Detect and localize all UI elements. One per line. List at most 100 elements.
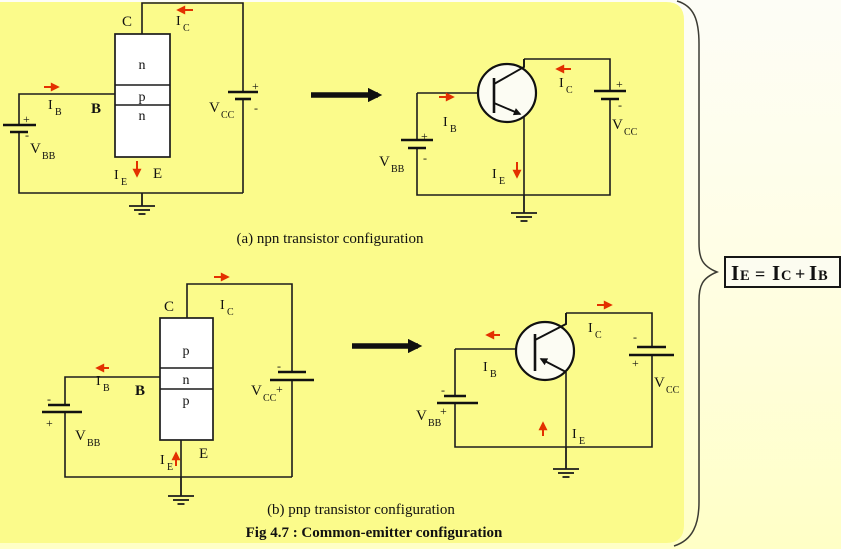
vbb-minus-sign: -: [47, 392, 51, 406]
terminal-c-label: C: [164, 299, 174, 315]
circuit-npn-block: n p n C B E I B I C I E V BB V CC: [3, 2, 259, 215]
vbb-label-sub: BB: [428, 418, 442, 429]
vcc-minus-sign: -: [633, 330, 637, 344]
ib-label: I: [443, 115, 448, 130]
ie-label-sub: E: [167, 462, 173, 473]
equation-rhs2: I: [809, 261, 817, 285]
equation-rhs1: I: [772, 261, 780, 285]
vcc-minus-sign: -: [277, 359, 281, 373]
caption-a: (a) npn transistor configuration: [236, 231, 424, 247]
transistor-npn-icon: [476, 62, 538, 124]
curly-brace: [673, 0, 720, 547]
ib-label-sub: B: [490, 369, 497, 380]
transistor-pnp-icon: [514, 320, 576, 382]
pnp-region-p-top: p: [183, 344, 190, 359]
vbb-battery-icon: [401, 138, 433, 150]
vbb-label: V: [416, 408, 427, 424]
vbb-battery-icon: [42, 403, 82, 414]
circuit-pnp-symbol: I B I C I E V BB V CC - + - +: [416, 300, 680, 478]
ib-label-sub: B: [450, 124, 457, 135]
npn-region-n-top: n: [139, 58, 146, 73]
terminal-e-label: E: [199, 446, 208, 462]
ground-icon: [168, 477, 194, 505]
pnp-collector-line: [534, 313, 567, 341]
caption-figure: Fig 4.7 : Common-emitter configuration: [246, 525, 503, 541]
vcc-battery-icon: [594, 89, 626, 101]
ie-label: I: [160, 453, 165, 468]
ie-label-sub: E: [579, 436, 585, 447]
vcc-label-sub: CC: [263, 393, 277, 404]
vcc-plus-sign: +: [632, 356, 639, 370]
pnp-block-wires: [64, 283, 293, 478]
ground-icon: [553, 447, 579, 478]
ib-label: I: [483, 360, 488, 375]
pnp-block-body: [159, 317, 214, 441]
ic-label: I: [176, 14, 181, 29]
npn-emitter-arrow-icon: [493, 102, 522, 116]
vcc-label: V: [251, 383, 262, 399]
vcc-minus-sign: -: [618, 98, 622, 112]
ic-label-sub: C: [566, 85, 573, 96]
ie-label-sub: E: [499, 176, 505, 187]
equation-rhs1-sub: C: [781, 268, 791, 284]
circuit-pnp-block: p n p C B E I B I C I E V BB V CC: [42, 272, 314, 505]
vbb-label-sub: BB: [42, 151, 56, 162]
pnp-symbol-wires: [454, 312, 653, 448]
npn-region-n-bottom: n: [139, 109, 146, 124]
vcc-label: V: [612, 117, 623, 133]
vcc-label-sub: CC: [624, 127, 638, 138]
npn-collector-line: [493, 59, 525, 85]
npn-block-body: [114, 33, 171, 158]
vcc-plus-sign: +: [276, 382, 283, 396]
ib-label: I: [96, 374, 101, 389]
ib-label: I: [48, 98, 53, 113]
ic-label-sub: C: [183, 23, 190, 34]
vbb-label-sub: BB: [391, 164, 405, 175]
equation-box: I E = I C + I B: [724, 256, 841, 288]
vbb-plus-sign: +: [46, 416, 53, 430]
vcc-label: V: [654, 375, 665, 391]
vcc-label-sub: CC: [666, 385, 680, 396]
ground-icon: [511, 195, 537, 222]
ic-label-sub: C: [595, 330, 602, 341]
vbb-label: V: [379, 154, 390, 170]
vbb-plus-sign: +: [23, 112, 30, 126]
vbb-battery-icon: [437, 394, 478, 405]
terminal-b-label: B: [135, 383, 145, 399]
vcc-label-sub: CC: [221, 110, 235, 121]
vcc-plus-sign: +: [616, 77, 623, 91]
yellow-panel: [0, 2, 684, 543]
pnp-emitter-arrow-icon: [539, 358, 567, 373]
pnp-region-p-bottom: p: [183, 394, 190, 409]
ib-label-sub: B: [103, 383, 110, 394]
vbb-label-sub: BB: [87, 438, 101, 449]
npn-block-wires: [18, 2, 244, 194]
terminal-c-label: C: [122, 14, 132, 30]
vbb-minus-sign: -: [25, 128, 29, 142]
vbb-plus-sign: +: [421, 129, 428, 143]
ie-label: I: [572, 427, 577, 442]
vcc-battery-icon: [270, 370, 314, 382]
pnp-region-n: n: [183, 373, 190, 388]
ib-label-sub: B: [55, 107, 62, 118]
ie-label-sub: E: [121, 177, 127, 188]
vbb-minus-sign: -: [423, 151, 427, 165]
vbb-label: V: [75, 428, 86, 444]
ic-label-sub: C: [227, 307, 234, 318]
ic-label: I: [588, 321, 593, 336]
ground-icon: [129, 193, 155, 215]
terminal-b-label: B: [91, 101, 101, 117]
terminal-e-label: E: [153, 166, 162, 182]
vcc-battery-icon: [629, 345, 674, 357]
circuit-npn-symbol: I B I C I E V BB V CC + - + -: [379, 58, 638, 222]
caption-b: (b) pnp transistor configuration: [267, 502, 455, 518]
vbb-battery-icon: [3, 123, 36, 134]
vcc-minus-sign: -: [254, 101, 258, 115]
vbb-plus-sign: +: [440, 404, 447, 418]
equation-box-frame: [724, 256, 841, 288]
equation-equals: =: [755, 264, 765, 284]
equation-rhs2-sub: B: [818, 268, 828, 284]
vcc-plus-sign: +: [252, 79, 259, 93]
equation-lhs-sub: E: [740, 268, 750, 284]
